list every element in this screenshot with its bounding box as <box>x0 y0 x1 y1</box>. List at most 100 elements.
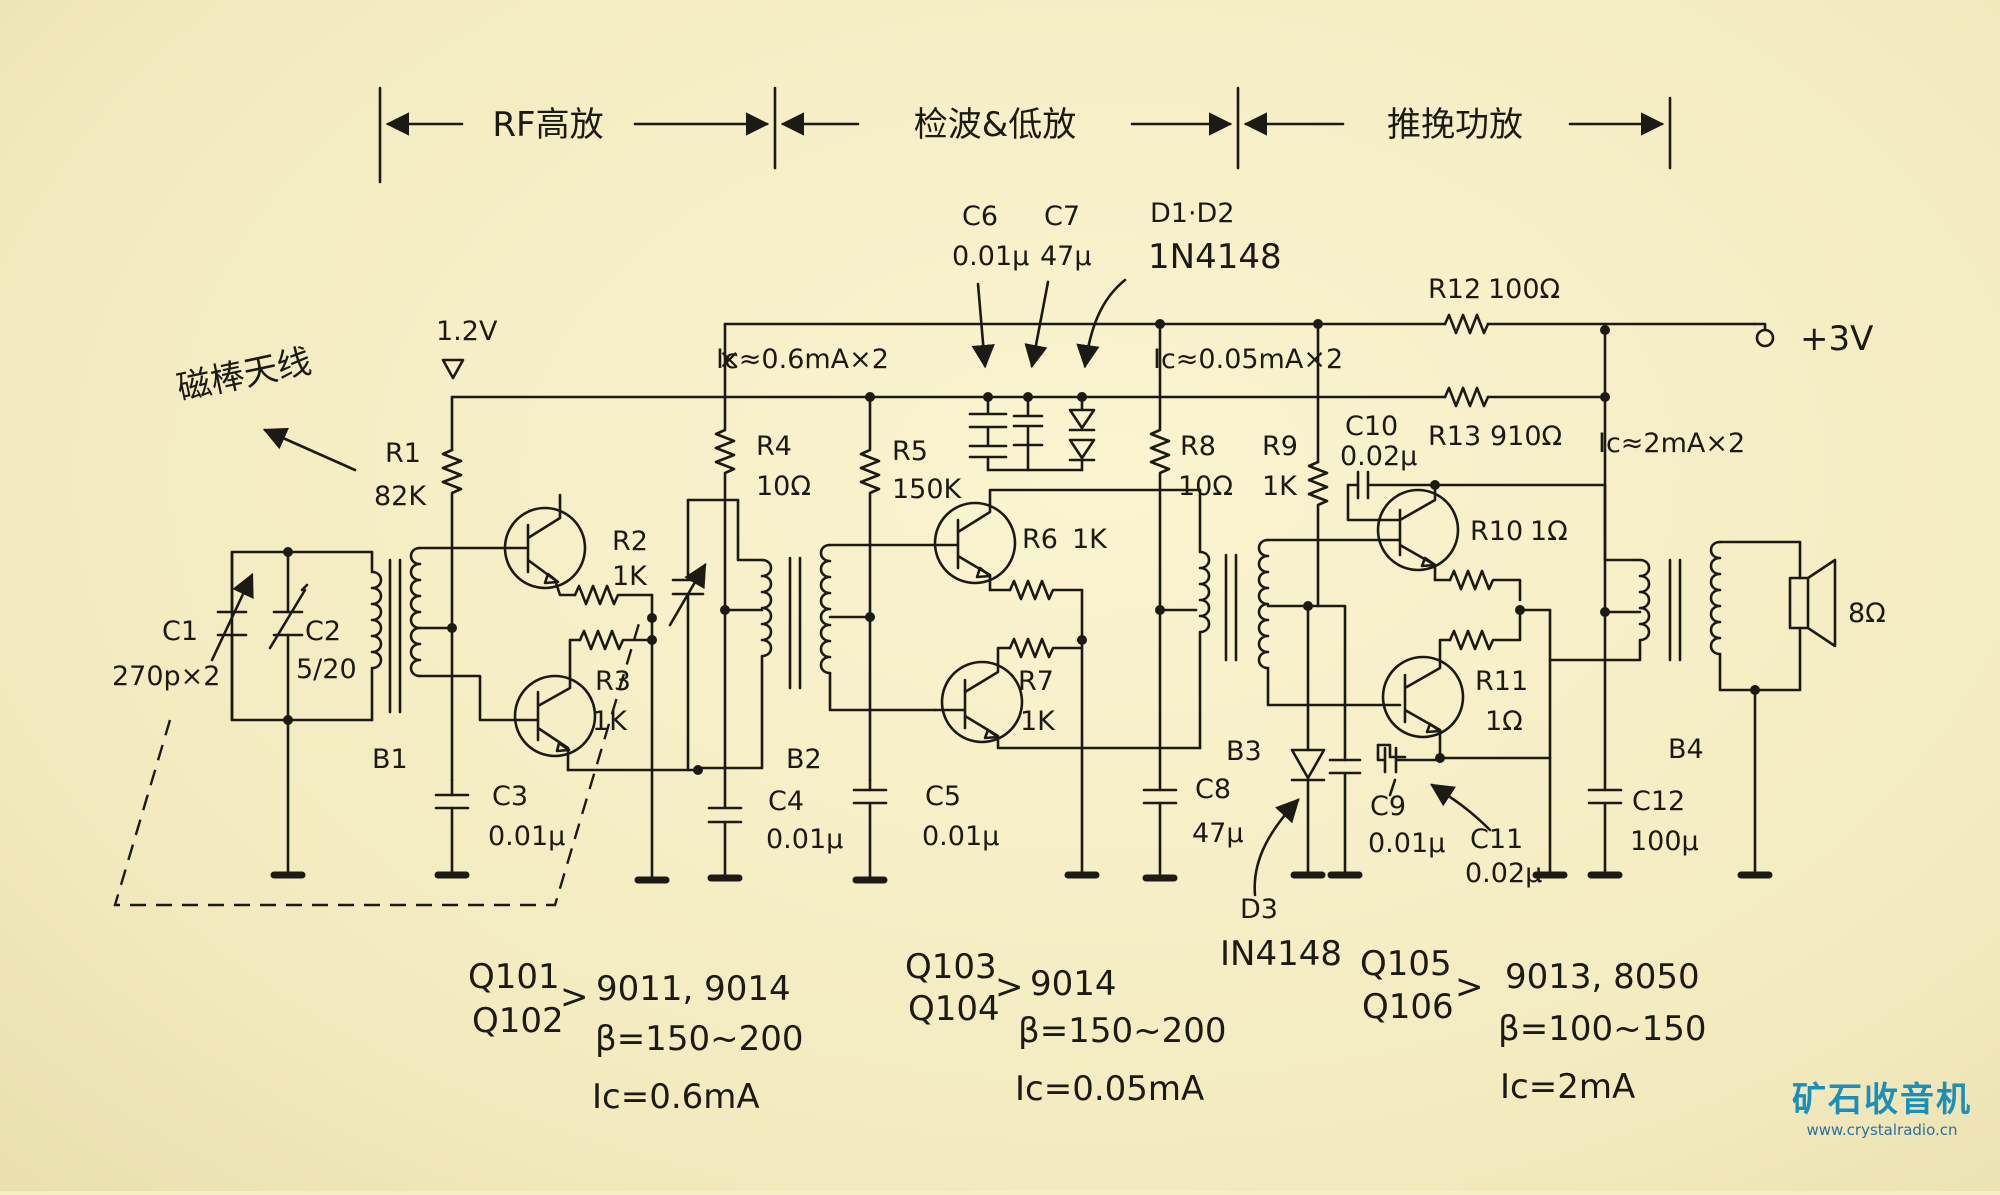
R10-resistor <box>1448 569 1522 602</box>
section-detector-label: 检波&低放 <box>914 105 1077 145</box>
R11-resistor <box>1448 608 1522 651</box>
R13-resistor <box>1443 386 1490 408</box>
B2-primary <box>696 558 773 770</box>
ic3-label: Ic≈2mA×2 <box>1598 428 1745 459</box>
R6-resistor <box>1008 579 1084 601</box>
ic1-label: Ic≈0.6mA×2 <box>716 344 889 375</box>
watermark-url: www.crystalradio.cn <box>1806 1121 1958 1139</box>
svg-text:R2: R2 <box>612 526 648 557</box>
note3-q1: Q105 <box>1360 944 1452 984</box>
note1-ic: Ic=0.6mA <box>592 1077 760 1117</box>
note2-q1: Q103 <box>905 947 997 987</box>
svg-text:>: > <box>995 967 1024 1007</box>
section-pushpull-label: 推挽功放 <box>1387 105 1523 145</box>
svg-text:IN4148: IN4148 <box>1220 934 1342 974</box>
svg-text:R7: R7 <box>1018 666 1054 697</box>
svg-text:D3: D3 <box>1240 894 1278 925</box>
Q101-transistor <box>503 506 587 590</box>
svg-text:0.02μ: 0.02μ <box>1340 441 1417 472</box>
svg-text:0.01μ: 0.01μ <box>952 241 1029 272</box>
svg-text:C9: C9 <box>1370 791 1406 822</box>
Q104-transistor <box>940 660 1024 744</box>
B2-secondary <box>819 543 832 675</box>
svg-text:B2: B2 <box>786 744 822 775</box>
svg-text:C4: C4 <box>768 786 804 817</box>
svg-text:R4: R4 <box>756 431 792 462</box>
note1-type: 9011, 9014 <box>596 969 791 1009</box>
svg-text:1K: 1K <box>1020 706 1056 737</box>
note3-ic: Ic=2mA <box>1500 1067 1635 1107</box>
svg-text:R10: R10 <box>1470 516 1523 547</box>
svg-text:82K: 82K <box>374 481 427 512</box>
R4-resistor <box>714 395 736 612</box>
note1-q1: Q101 <box>468 957 560 997</box>
svg-text:1K: 1K <box>612 561 648 592</box>
svg-text:C10: C10 <box>1345 411 1398 442</box>
svg-text:10Ω: 10Ω <box>756 471 811 502</box>
Q103-transistor <box>933 501 1017 585</box>
svg-text:0.02μ: 0.02μ <box>1465 858 1542 889</box>
section-header: RF高放 检波&低放 推挽功放 <box>378 86 1672 184</box>
note3-type: 9013, 8050 <box>1505 957 1700 997</box>
svg-text:C7: C7 <box>1044 201 1080 232</box>
svg-text:0.01μ: 0.01μ <box>766 824 843 855</box>
B4-secondary <box>1709 540 1722 656</box>
C7-capacitor <box>1012 395 1044 472</box>
svg-text:47μ: 47μ <box>1192 818 1244 849</box>
bias-triangle <box>441 358 465 380</box>
note2-beta: β=150~200 <box>1018 1011 1226 1051</box>
rf-stage <box>210 358 832 884</box>
svg-text:0.01μ: 0.01μ <box>1368 828 1445 859</box>
section-rf-label: RF高放 <box>492 105 603 145</box>
svg-text:R3: R3 <box>595 666 631 697</box>
svg-text:R8: R8 <box>1180 431 1216 462</box>
svg-text:8Ω: 8Ω <box>1848 598 1886 629</box>
svg-text:100Ω: 100Ω <box>1488 274 1560 305</box>
note2-q2: Q104 <box>908 989 1000 1029</box>
D1-D2-diodes <box>1068 395 1096 472</box>
watermark-name: 矿石收音机 <box>1792 1080 1972 1120</box>
svg-text:10Ω: 10Ω <box>1178 471 1233 502</box>
svg-text:C11: C11 <box>1470 824 1523 855</box>
D3-diode <box>1290 748 1326 782</box>
svg-text:C6: C6 <box>962 201 998 232</box>
note3-q2: Q106 <box>1362 987 1454 1027</box>
svg-text:R12: R12 <box>1428 274 1481 305</box>
svg-text:270p×2: 270p×2 <box>112 661 220 692</box>
Q102-transistor <box>513 674 597 758</box>
antenna-label: 磁棒天线 <box>174 341 315 408</box>
labels: 磁棒天线 1.2V +3V Ic≈0.6mA×2 Ic≈0.05mA×2 Ic≈… <box>112 198 1886 974</box>
svg-text:1Ω: 1Ω <box>1485 706 1523 737</box>
svg-text:×: × <box>718 344 741 375</box>
transistor-notes: Q101 Q102 > 9011, 9014 β=150~200 Ic=0.6m… <box>468 944 1706 1117</box>
note3-beta: β=100~150 <box>1498 1009 1706 1049</box>
Q105-transistor <box>1376 488 1460 572</box>
svg-text:R11: R11 <box>1475 666 1528 697</box>
svg-text:0.01μ: 0.01μ <box>488 821 565 852</box>
svg-text:B3: B3 <box>1226 736 1262 767</box>
svg-text:B4: B4 <box>1668 734 1704 765</box>
svg-text:R13: R13 <box>1428 421 1481 452</box>
svg-text:>: > <box>1455 967 1484 1007</box>
svg-text:C3: C3 <box>492 781 528 812</box>
speaker-icon <box>1788 558 1837 648</box>
ic2-label: Ic≈0.05mA×2 <box>1153 344 1343 375</box>
plus3v-terminal <box>1755 328 1775 348</box>
Q106-transistor <box>1381 655 1465 739</box>
svg-text:C5: C5 <box>925 781 961 812</box>
note1-q2: Q102 <box>472 1001 564 1041</box>
svg-text:150K: 150K <box>892 474 963 505</box>
R12-resistor <box>1443 313 1490 335</box>
svg-text:R9: R9 <box>1262 431 1298 462</box>
svg-text:C1: C1 <box>162 616 198 647</box>
note2-type: 9014 <box>1030 964 1117 1004</box>
svg-text:47μ: 47μ <box>1040 241 1092 272</box>
antenna-dashed-link <box>113 619 642 907</box>
B1-primary <box>370 550 383 722</box>
svg-text:100μ: 100μ <box>1630 826 1699 857</box>
bias-voltage: 1.2V <box>436 316 498 347</box>
svg-text:1K: 1K <box>1262 471 1298 502</box>
svg-text:R5: R5 <box>892 436 928 467</box>
C6-capacitor <box>968 395 1008 472</box>
